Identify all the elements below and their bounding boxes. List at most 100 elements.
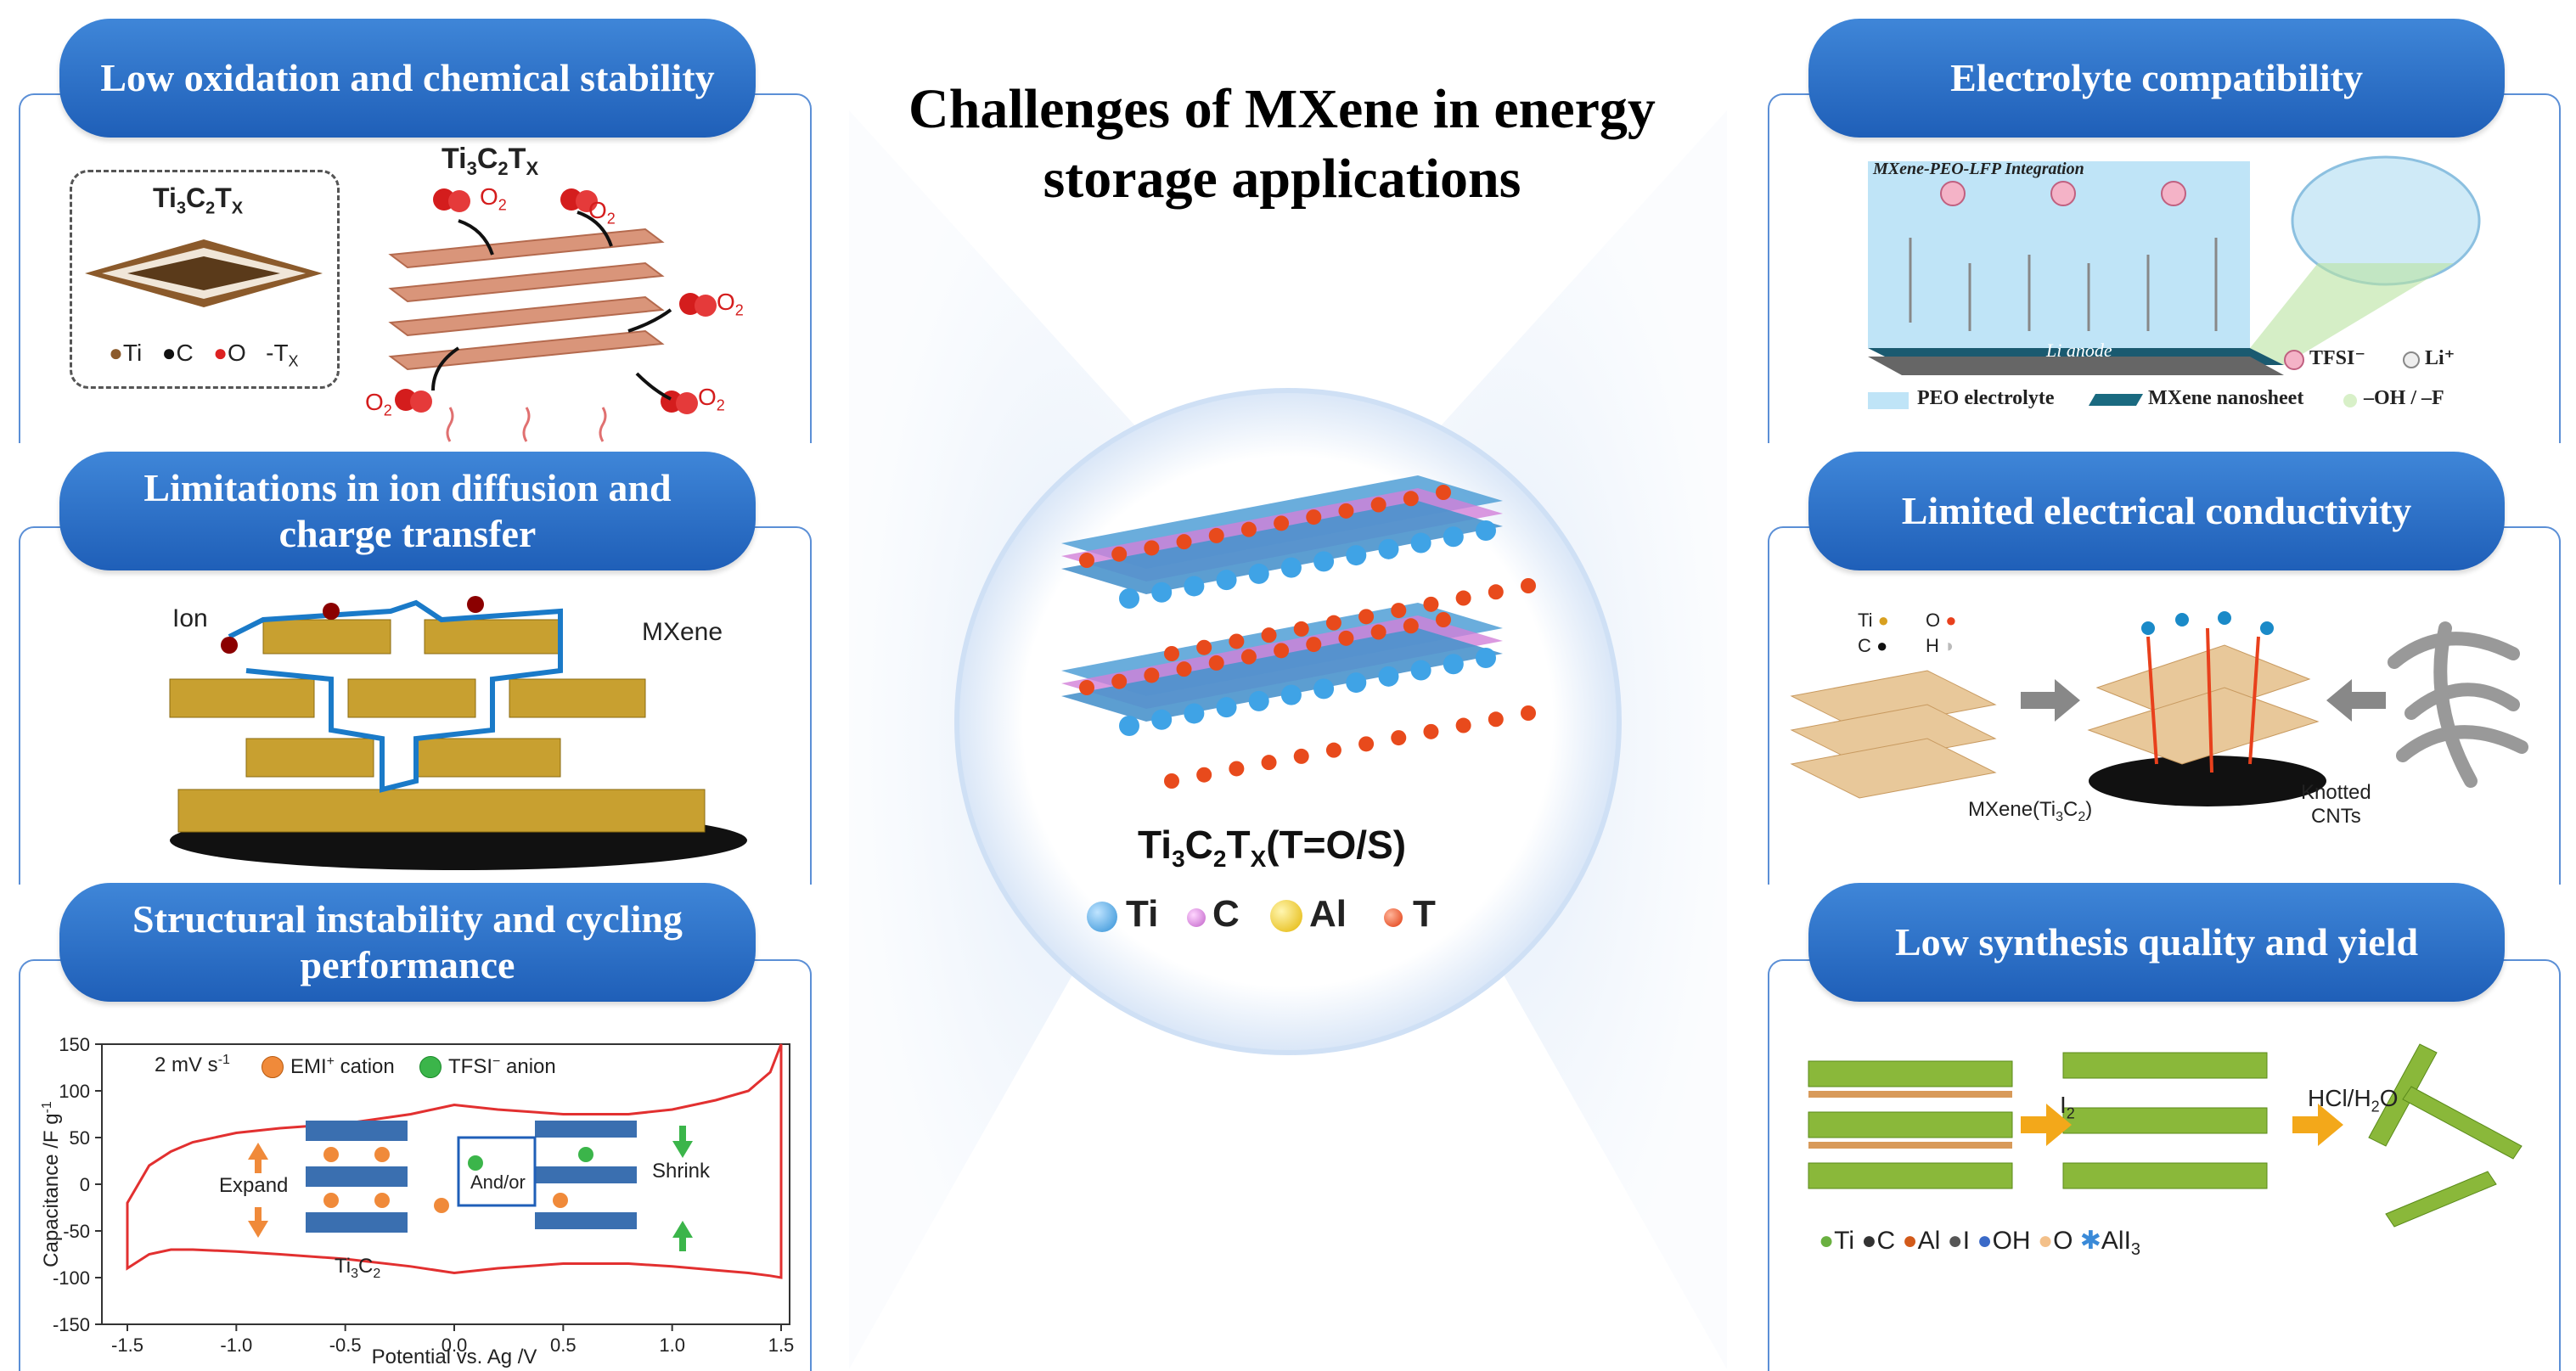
p5-legend-o: O ● xyxy=(1926,610,1957,631)
p5-legend-c: C ● xyxy=(1858,635,1888,656)
ohf-label: –OH / –F xyxy=(2364,387,2444,409)
legend-anion: TFSI− anion xyxy=(448,1054,556,1078)
x-tick-label: -0.5 xyxy=(329,1334,362,1356)
nanosheet-label: MXene nanosheet xyxy=(2148,387,2304,409)
y-tick-label: -150 xyxy=(53,1314,90,1335)
o2-label-4: O2 xyxy=(365,389,392,419)
x-axis-label: Potential vs. Ag /V xyxy=(372,1346,537,1368)
t-atom xyxy=(1358,609,1375,625)
t-atom xyxy=(1521,705,1536,721)
inner-title: MXene-PEO-LFP Integration xyxy=(1873,160,2084,178)
peo-label: PEO electrolyte xyxy=(1917,387,2055,409)
li-icon xyxy=(2403,351,2420,368)
panel-oxidation-title: Low oxidation and chemical stability xyxy=(59,19,756,138)
x-tick-label: -1.5 xyxy=(111,1334,143,1356)
ti-atom xyxy=(1216,697,1237,718)
t-atom xyxy=(1144,540,1160,556)
ti-atom xyxy=(1476,648,1496,668)
tfsi-icon xyxy=(2284,350,2304,370)
p5-legend-ti: Ti ● xyxy=(1858,610,1889,631)
center-legend: Ti C Al T xyxy=(1087,893,1494,944)
t-atom xyxy=(1196,639,1212,655)
inset-formula: Ti3C2TX xyxy=(153,183,244,218)
t-atom-icon xyxy=(1384,908,1403,927)
tfsi-label: TFSI⁻ xyxy=(2309,347,2366,369)
andor-label: And/or xyxy=(470,1172,526,1193)
t-atom xyxy=(1370,624,1386,640)
t-atom xyxy=(1325,615,1341,631)
t-atom xyxy=(1208,655,1224,671)
ti-atom xyxy=(1280,684,1302,705)
ti-atom xyxy=(1248,690,1269,711)
ti-atom xyxy=(1216,570,1237,591)
y-tick-label: -100 xyxy=(53,1267,90,1289)
o2-label-5: O2 xyxy=(698,384,725,414)
panel-structural-title: Structural instability and cycling perfo… xyxy=(59,883,756,1002)
t-atom xyxy=(1240,521,1257,537)
ti-atom xyxy=(1410,532,1431,553)
ti-atom xyxy=(1378,538,1399,559)
al-atom-icon xyxy=(1270,900,1302,932)
t-atom xyxy=(1293,621,1309,637)
t-atom xyxy=(1144,667,1160,683)
hcl-label: HCl/H2O xyxy=(2308,1085,2399,1115)
t-atom xyxy=(1306,637,1322,653)
o2-label-2: O2 xyxy=(588,197,616,228)
ti-atom xyxy=(1443,654,1464,675)
o2-molecule-icon xyxy=(661,391,703,414)
ti-atom xyxy=(1313,551,1335,572)
y-tick-label: 150 xyxy=(59,1034,90,1055)
t-atom xyxy=(1274,515,1290,531)
ti3c2tx-inset xyxy=(70,170,340,389)
panel-conductivity-title: Limited electrical conductivity xyxy=(1808,452,2505,570)
t-atom xyxy=(1208,527,1224,543)
ti-atom xyxy=(1119,588,1139,609)
ti-atom xyxy=(1313,678,1335,700)
t-atom xyxy=(1196,767,1212,783)
t-atom xyxy=(1176,661,1192,677)
t-atom xyxy=(1306,509,1322,525)
ti-atom xyxy=(1151,582,1173,603)
o2-label-3: O2 xyxy=(717,289,744,319)
ion-label: Ion xyxy=(172,604,208,632)
x-tick-label: 1.0 xyxy=(659,1334,685,1356)
inset-legend: ●Ti ●C ●O -TX xyxy=(109,340,299,370)
legend-t: T xyxy=(1413,893,1436,935)
ti-atom xyxy=(1184,703,1205,724)
t-atom xyxy=(1176,534,1192,550)
t-atom xyxy=(1370,497,1386,513)
t-atom xyxy=(1423,723,1439,739)
electrolyte-diagram xyxy=(1868,155,2481,375)
t-atom xyxy=(1488,584,1504,600)
scan-rate-label: 2 mV s-1 xyxy=(155,1053,230,1076)
legend-cation: EMI+ cation xyxy=(290,1054,395,1078)
conductivity-diagram xyxy=(1790,611,2528,806)
c-atom-icon xyxy=(1187,908,1206,927)
legend-al: Al xyxy=(1309,893,1347,935)
nanosheet-swatch xyxy=(2088,394,2144,406)
t-atom xyxy=(1488,711,1504,728)
t-atom xyxy=(1358,736,1375,752)
ti-atom xyxy=(1378,666,1399,687)
panel-electrolyte-title: Electrolyte compatibility xyxy=(1808,19,2505,138)
t-atom xyxy=(1111,673,1128,689)
t-atom xyxy=(1240,649,1257,665)
panel-synthesis-title: Low synthesis quality and yield xyxy=(1808,883,2505,1002)
t-atom xyxy=(1423,596,1439,612)
y-tick-label: 50 xyxy=(70,1127,90,1149)
p6-legend: ●Ti ●C ●Al ●I ●OH ●O ✱AlI3 xyxy=(1819,1227,2141,1259)
anion-legend-icon xyxy=(419,1056,442,1078)
ti3c2-label: Ti3C2 xyxy=(335,1255,381,1281)
y-axis-label: Capacitance /F g-1 xyxy=(40,1101,64,1267)
oxidation-arrows xyxy=(431,211,672,442)
ti-atom xyxy=(1184,576,1205,597)
page-title: Challenges of MXene in energy storage ap… xyxy=(908,78,1656,210)
inset-lattice xyxy=(85,239,323,307)
ti-atom xyxy=(1280,557,1302,578)
cation-legend-icon xyxy=(262,1056,284,1078)
t-atom xyxy=(1338,503,1354,519)
o2-molecule-icon xyxy=(679,293,722,317)
shrink-arrows-icon xyxy=(672,1126,693,1255)
i2-label: I2 xyxy=(2060,1092,2075,1122)
